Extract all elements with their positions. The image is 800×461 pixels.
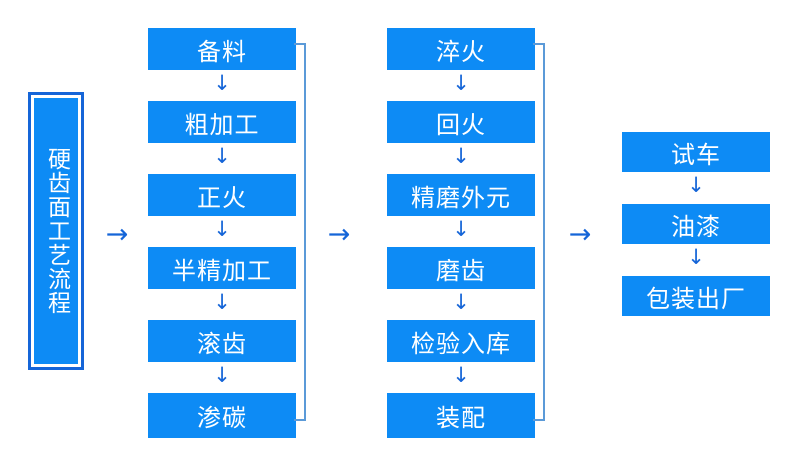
step-box-cuihuo[interactable]: 淬火 — [387, 28, 535, 70]
down-arrow-1-4: ↓ — [211, 290, 233, 314]
step-box-baozhuangchuchang[interactable]: 包装出厂 — [622, 276, 770, 316]
down-arrow-1-3: ↓ — [211, 217, 233, 241]
step-box-cujiagong[interactable]: 粗加工 — [148, 101, 296, 143]
step-box-shiche[interactable]: 试车 — [622, 132, 770, 172]
arrow-down-icon: ↓ — [452, 143, 470, 168]
arrow-down-icon: ↓ — [213, 362, 231, 387]
flow-arrow-plate-to-column-1: → — [100, 218, 134, 250]
step-box-zhuangpei[interactable]: 装配 — [387, 393, 535, 438]
down-arrow-1-5: ↓ — [211, 363, 233, 387]
down-arrow-3-2: ↓ — [685, 245, 707, 269]
step-label: 滚齿 — [197, 329, 247, 358]
arrow-down-icon: ↓ — [452, 362, 470, 387]
down-arrow-2-1: ↓ — [450, 71, 472, 95]
down-arrow-2-2: ↓ — [450, 144, 472, 168]
step-label: 备料 — [197, 37, 247, 66]
process-title-plate-inner: 硬齿面工艺流程 — [34, 98, 78, 364]
step-box-jianyanruku[interactable]: 检验入库 — [387, 320, 535, 362]
flow-arrow-column-1-to-column-2: → — [322, 218, 356, 250]
step-box-banjingjiagong[interactable]: 半精加工 — [148, 247, 296, 289]
step-box-jingmowaiyuan[interactable]: 精磨外元 — [387, 174, 535, 216]
step-label: 渗碳 — [197, 404, 247, 432]
arrow-right-icon: → — [568, 218, 592, 250]
down-arrow-2-5: ↓ — [450, 363, 472, 387]
column-1-side-connector — [294, 43, 306, 421]
step-label: 半精加工 — [172, 256, 272, 285]
step-label: 试车 — [671, 140, 721, 169]
step-box-beiliao[interactable]: 备料 — [148, 28, 296, 70]
step-label: 粗加工 — [184, 110, 260, 139]
step-label: 油漆 — [671, 212, 721, 241]
arrow-down-icon: ↓ — [687, 244, 705, 269]
flow-arrow-column-2-to-column-3: → — [563, 218, 597, 250]
step-label: 精磨外元 — [411, 183, 511, 212]
down-arrow-2-4: ↓ — [450, 290, 472, 314]
step-label: 磨齿 — [436, 256, 486, 285]
process-title-plate: 硬齿面工艺流程 — [28, 92, 84, 370]
arrow-down-icon: ↓ — [452, 216, 470, 241]
step-label: 装配 — [436, 404, 486, 432]
step-label: 回火 — [436, 110, 486, 139]
step-label: 检验入库 — [411, 329, 511, 358]
step-box-youqi[interactable]: 油漆 — [622, 204, 770, 244]
step-box-mochi[interactable]: 磨齿 — [387, 247, 535, 289]
arrow-right-icon: → — [327, 218, 351, 250]
step-label: 包装出厂 — [646, 284, 746, 313]
step-label: 正火 — [197, 183, 247, 212]
arrow-down-icon: ↓ — [213, 70, 231, 95]
down-arrow-2-3: ↓ — [450, 217, 472, 241]
down-arrow-1-1: ↓ — [211, 71, 233, 95]
step-box-huihuo[interactable]: 回火 — [387, 101, 535, 143]
arrow-down-icon: ↓ — [687, 172, 705, 197]
arrow-down-icon: ↓ — [213, 289, 231, 314]
arrow-down-icon: ↓ — [452, 70, 470, 95]
column-2-side-connector — [533, 43, 545, 421]
step-box-shentan[interactable]: 渗碳 — [148, 393, 296, 438]
process-title-label: 硬齿面工艺流程 — [43, 147, 70, 315]
arrow-down-icon: ↓ — [213, 143, 231, 168]
down-arrow-1-2: ↓ — [211, 144, 233, 168]
arrow-right-icon: → — [105, 218, 129, 250]
arrow-down-icon: ↓ — [452, 289, 470, 314]
step-label: 淬火 — [436, 37, 486, 66]
step-box-zhenghuo[interactable]: 正火 — [148, 174, 296, 216]
arrow-down-icon: ↓ — [213, 216, 231, 241]
down-arrow-3-1: ↓ — [685, 173, 707, 197]
step-box-gunchi[interactable]: 滚齿 — [148, 320, 296, 362]
